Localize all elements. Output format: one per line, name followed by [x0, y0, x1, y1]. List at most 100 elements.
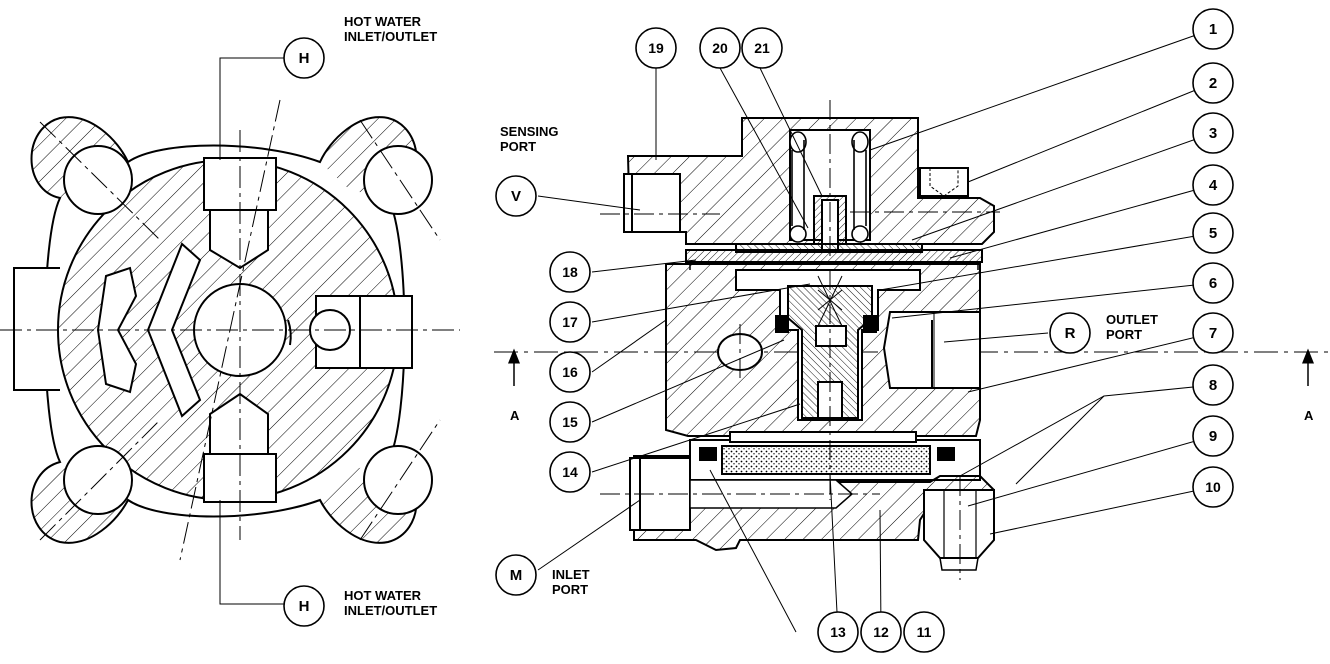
bubble-label: 15: [562, 414, 578, 430]
bubble-circle: [1192, 212, 1234, 254]
bubble-circle: [1192, 466, 1234, 508]
hot-water-top-line1: HOT WATER: [344, 14, 422, 29]
bubble-b2: 2: [1192, 62, 1234, 104]
bubble-circle: [549, 301, 591, 343]
inlet-port-line2: PORT: [552, 582, 589, 597]
bubble-b21: 21: [741, 27, 783, 69]
outlet-port-line2: PORT: [1106, 327, 1143, 342]
bubble-label: 16: [562, 364, 578, 380]
bubble-b10: 10: [1192, 466, 1234, 508]
bubble-label: 12: [873, 624, 889, 640]
cross-section-view: [494, 28, 1328, 633]
bubble-circle: [495, 175, 537, 217]
bubble-b14: 14: [549, 451, 591, 493]
bubble-b8: 8: [1192, 364, 1234, 406]
bubble-label: 7: [1209, 325, 1217, 342]
filter-element: [721, 445, 931, 475]
bubble-label: H: [299, 50, 310, 67]
bubble-circle: [1192, 312, 1234, 354]
hot-water-bottom-line1: HOT WATER: [344, 588, 422, 603]
bubble-b5: 5: [1192, 212, 1234, 254]
bubble-label: 10: [1205, 479, 1221, 495]
bubble-label: 5: [1209, 225, 1217, 242]
bubble-label: 11: [917, 624, 932, 640]
bubble-b4: 4: [1192, 164, 1234, 206]
bubble-label: 14: [562, 464, 578, 480]
sensing-port-label: SENSING PORT: [500, 124, 559, 154]
bubble-b6: 6: [1192, 262, 1234, 304]
bubble-b16: 16: [549, 351, 591, 393]
bubble-b7: 7: [1192, 312, 1234, 354]
bubble-label: 17: [562, 314, 578, 330]
sensing-port-line1: SENSING: [500, 124, 559, 139]
bubble-b11: 11: [903, 611, 945, 653]
bubble-V: V: [495, 175, 537, 217]
drain-plug: [923, 489, 995, 559]
bubble-circle: [1192, 8, 1234, 50]
bubble-circle: [549, 401, 591, 443]
bubble-circle: [1192, 62, 1234, 104]
bubble-label: 9: [1209, 428, 1217, 445]
inlet-port-label: INLET PORT: [552, 567, 590, 597]
bubble-label: 3: [1209, 125, 1217, 142]
bubble-circle: [549, 251, 591, 293]
bubble-label: V: [511, 188, 521, 205]
bubble-b13: 13: [817, 611, 859, 653]
bubble-label: 8: [1209, 377, 1217, 394]
bubble-label: 13: [830, 624, 846, 640]
bubble-R: R: [1049, 312, 1091, 354]
bubble-circle: [1192, 415, 1234, 457]
bubble-b1: 1: [1192, 8, 1234, 50]
bubble-circle: [283, 585, 325, 627]
section-view: [0, 57, 460, 605]
bubble-b3: 3: [1192, 112, 1234, 154]
bubble-label: 2: [1209, 75, 1217, 92]
bolt-hole: [363, 145, 433, 215]
bubble-H_top: H: [283, 37, 325, 79]
hot-water-bottom-line2: INLET/OUTLET: [344, 603, 438, 618]
bubble-circle: [1049, 312, 1091, 354]
bubble-label: 21: [754, 40, 770, 56]
bubble-label: R: [1065, 325, 1076, 342]
bubble-circle: [1192, 364, 1234, 406]
bubble-b17: 17: [549, 301, 591, 343]
inlet-port-line1: INLET: [552, 567, 590, 582]
bubble-label: H: [299, 598, 310, 615]
outlet-port-label: OUTLET PORT: [1106, 312, 1158, 342]
bubble-label: 4: [1209, 177, 1218, 194]
left-boss: [13, 267, 60, 391]
bubble-b18: 18: [549, 251, 591, 293]
bubble-circle: [635, 27, 677, 69]
section-a-left: A: [510, 408, 520, 423]
bubble-circle: [495, 554, 537, 596]
bubble-circle: [283, 37, 325, 79]
bubble-b20: 20: [699, 27, 741, 69]
bubble-label: 6: [1209, 275, 1217, 292]
bubble-b19: 19: [635, 27, 677, 69]
bubble-circle: [1192, 164, 1234, 206]
bubble-circle: [699, 27, 741, 69]
bolt-hole: [363, 445, 433, 515]
bubble-circle: [741, 27, 783, 69]
bubble-label: M: [510, 567, 523, 584]
bubble-b12: 12: [860, 611, 902, 653]
bubble-circle: [817, 611, 859, 653]
bubble-label: 20: [712, 40, 728, 56]
bubble-label: 18: [562, 264, 578, 280]
bubble-label: 19: [648, 40, 664, 56]
bubble-H_bottom: H: [283, 585, 325, 627]
bubble-circle: [549, 351, 591, 393]
section-a-right: A: [1304, 408, 1314, 423]
bubble-b9: 9: [1192, 415, 1234, 457]
bolt-hole: [63, 445, 133, 515]
outlet-port-line1: OUTLET: [1106, 312, 1158, 327]
bubble-circle: [903, 611, 945, 653]
bubble-b15: 15: [549, 401, 591, 443]
bubble-M: M: [495, 554, 537, 596]
hot-water-top-label: HOT WATER INLET/OUTLET: [344, 14, 437, 44]
bubble-circle: [1192, 262, 1234, 304]
bubble-circle: [549, 451, 591, 493]
hot-water-top-line2: INLET/OUTLET: [344, 29, 438, 44]
